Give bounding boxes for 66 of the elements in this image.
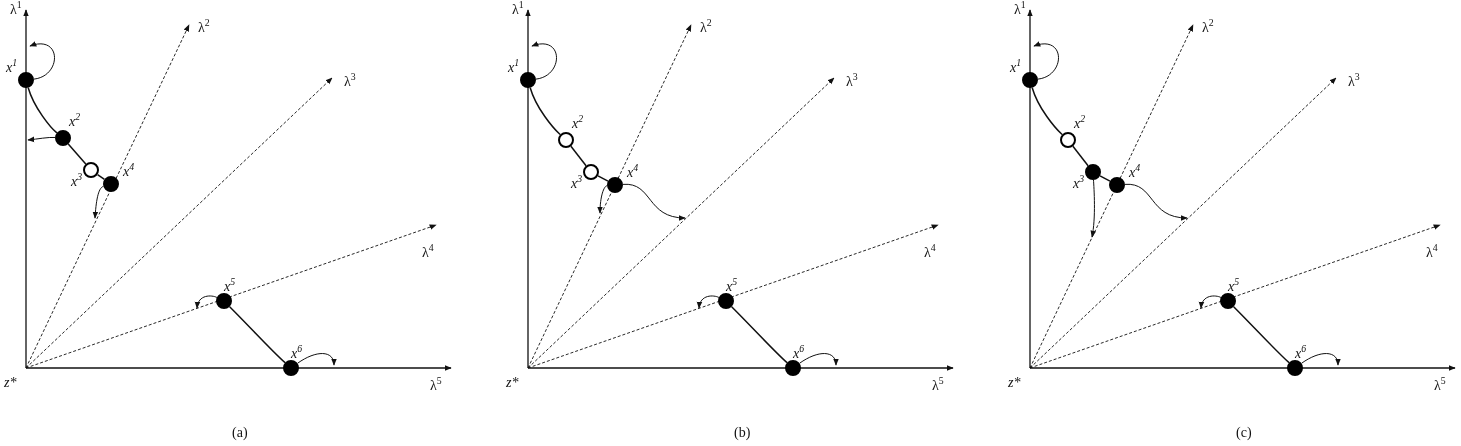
- panel-caption: (a): [232, 426, 248, 440]
- origin-label: z*: [4, 376, 17, 390]
- axis-label: λ$^{3}$: [1348, 72, 1360, 89]
- curved-arrow: [1033, 41, 1059, 80]
- curved-arrow: [697, 295, 720, 309]
- point-label: x$^{4}$: [627, 163, 639, 180]
- point-label: x$^{1}$: [508, 58, 520, 75]
- curved-arrow: [1090, 179, 1096, 238]
- axis-label: λ$^{5}$: [430, 376, 442, 393]
- curve-line: [67, 143, 87, 165]
- point-label: x$^{4}$: [1129, 163, 1141, 180]
- curve-line: [228, 305, 286, 364]
- curve-line: [570, 145, 587, 167]
- point-label: x$^{2}$: [1074, 114, 1086, 131]
- curve-line: [1099, 175, 1111, 182]
- axis-label: λ$^{2}$: [700, 18, 712, 35]
- axis-label: λ$^{4}$: [1426, 243, 1438, 260]
- curved-arrow: [1124, 183, 1188, 221]
- point-label: x$^{6}$: [291, 344, 303, 361]
- axis-label: λ$^{1}$: [10, 0, 22, 17]
- curve-line: [96, 173, 106, 181]
- curved-arrow: [622, 183, 686, 221]
- axis-label: λ$^{1}$: [1014, 0, 1026, 17]
- curved-arrow: [531, 41, 557, 80]
- axis-label: λ$^{3}$: [846, 72, 858, 89]
- panel-caption: (c): [1236, 426, 1252, 440]
- point-label: x$^{2}$: [69, 112, 81, 129]
- point-label: x$^{5}$: [726, 277, 738, 294]
- axis-label: λ$^{3}$: [344, 72, 356, 89]
- point-label: x$^{3}$: [571, 174, 583, 191]
- panel-caption: (b): [734, 426, 751, 440]
- curved-arrow: [92, 185, 104, 219]
- curve-line: [1031, 86, 1063, 136]
- curved-arrow: [1301, 353, 1341, 366]
- point-label: x$^{6}$: [1295, 344, 1307, 361]
- curve-line: [1232, 305, 1290, 364]
- axis-label: λ$^{5}$: [932, 376, 944, 393]
- curve-line: [27, 86, 58, 134]
- axis-label: λ$^{1}$: [512, 0, 524, 17]
- point-label: x$^{1}$: [6, 58, 18, 75]
- point-label: x$^{6}$: [793, 344, 805, 361]
- curved-arrow: [297, 353, 337, 366]
- curve-line: [597, 175, 609, 182]
- axis-label: λ$^{4}$: [422, 243, 434, 260]
- curved-arrow: [799, 353, 839, 366]
- curved-arrow: [29, 41, 55, 80]
- curve-line: [730, 305, 788, 364]
- curved-arrow: [27, 136, 56, 143]
- origin-label: z*: [1008, 376, 1021, 390]
- axis-label: λ$^{2}$: [198, 18, 210, 35]
- point-label: x$^{3}$: [71, 172, 83, 189]
- curved-arrow: [597, 185, 608, 214]
- axis-label: λ$^{2}$: [1202, 18, 1214, 35]
- point-label: x$^{1}$: [1010, 58, 1022, 75]
- point-label: x$^{3}$: [1073, 174, 1085, 191]
- curve-line: [529, 86, 561, 136]
- curved-arrow: [1199, 295, 1222, 309]
- curved-arrow: [195, 295, 218, 309]
- origin-label: z*: [506, 376, 519, 390]
- point-label: x$^{5}$: [224, 277, 236, 294]
- point-label: x$^{4}$: [123, 162, 135, 179]
- point-label: x$^{5}$: [1228, 277, 1240, 294]
- point-label: x$^{2}$: [572, 114, 584, 131]
- curve-line: [1072, 145, 1089, 167]
- axis-label: λ$^{4}$: [924, 243, 936, 260]
- axis-label: λ$^{5}$: [1434, 376, 1446, 393]
